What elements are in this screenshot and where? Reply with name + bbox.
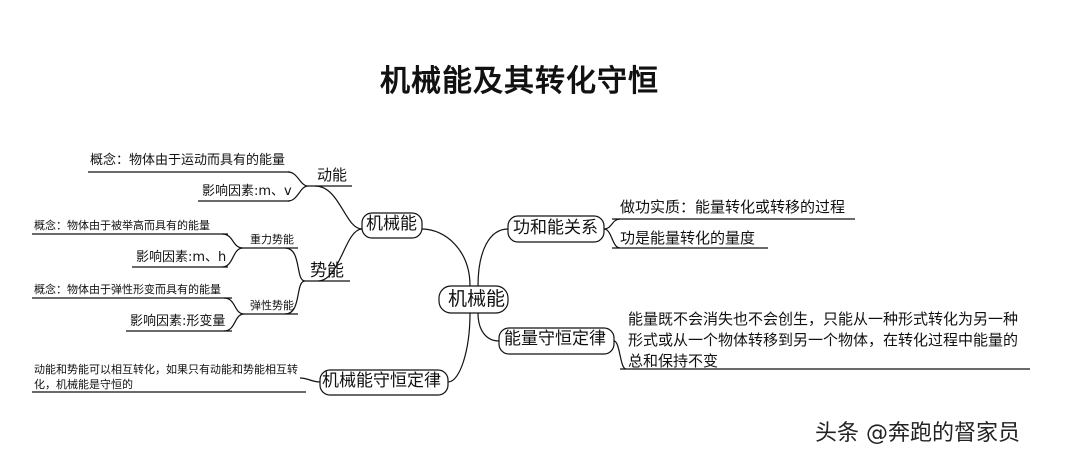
conservation-text: 能量既不会消失也不会创生，只能从一种形式转化为另一种形式或从一个物体转移到另一个…	[628, 310, 1019, 370]
law-text: 动能和势能可以相互转化，如果只有动能和势能相互转化，机械能是守恒的	[34, 363, 298, 391]
diagram-title: 机械能及其转化守恒	[380, 64, 659, 99]
shineng-node: 势能	[310, 261, 344, 281]
jixieneng-node: 机械能	[366, 214, 417, 234]
zhongli-node: 重力势能	[250, 233, 294, 246]
relation-node: 功和能关系	[513, 218, 598, 238]
tanxing-node: 弹性势能	[250, 299, 294, 312]
center-node-box	[438, 285, 509, 314]
tanxing-concept: 概念：物体由于弹性形变而具有的能量	[34, 283, 221, 296]
dongneng-node: 动能	[317, 166, 348, 184]
center-node: 机械能	[448, 288, 506, 310]
dongneng-factors: 影响因素:m、v	[202, 184, 292, 199]
zhongli-concept: 概念：物体由于被举高而具有的能量	[34, 219, 210, 232]
conservation-node: 能量守恒定律	[504, 329, 606, 349]
relation-item-2: 功是能量转化的量度	[620, 229, 756, 247]
jixieneng-node-box	[361, 212, 423, 239]
zhongli-factors: 影响因素:m、h	[136, 250, 227, 265]
law-node: 机械能守恒定律	[322, 371, 441, 391]
tanxing-factors: 影响因素:形变量	[130, 314, 226, 329]
relation-item-1: 做功实质：能量转化或转移的过程	[620, 198, 846, 216]
watermark: 头条 @奔跑的督家员	[815, 421, 1020, 446]
dongneng-concept: 概念：物体由于运动而具有的能量	[90, 153, 286, 168]
